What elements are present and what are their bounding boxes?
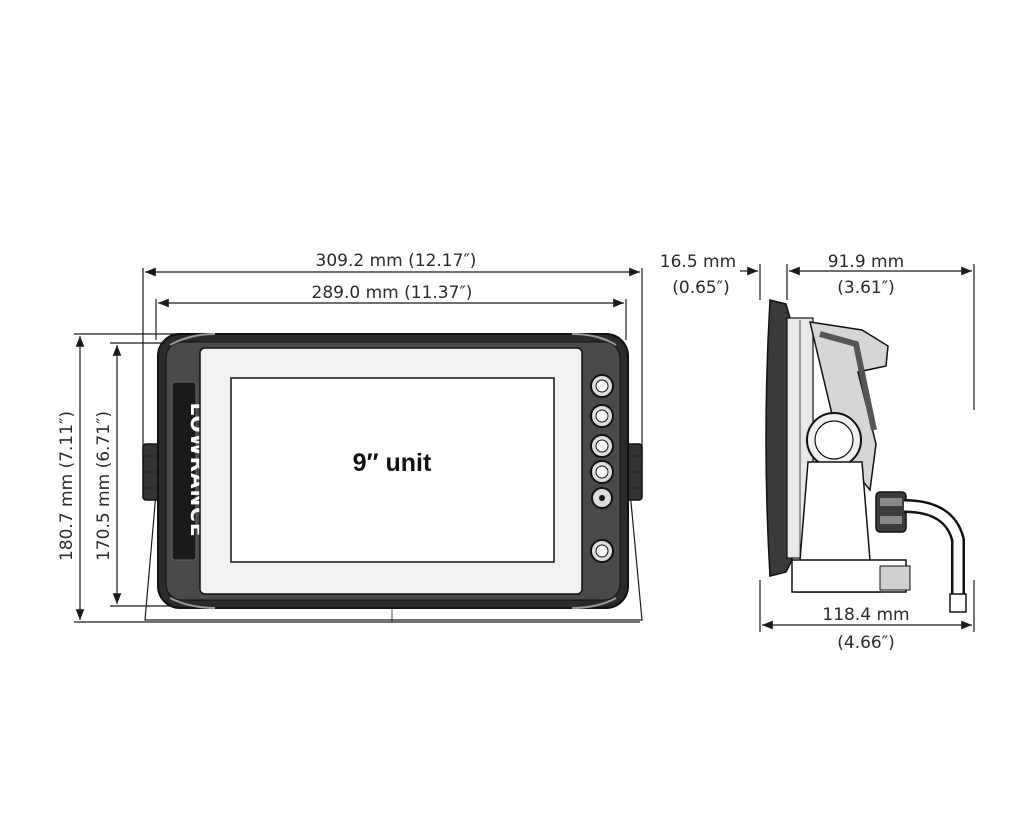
bracket-depth-label-in: (3.61″)	[837, 278, 894, 298]
front-view: 309.2 mm (12.17″) 289.0 mm (11.37″) 180.…	[57, 251, 643, 623]
screen	[230, 377, 555, 563]
unit-side-profile	[765, 299, 793, 577]
total-depth-label-mm: 118.4 mm	[822, 605, 909, 625]
total-depth-label-in: (4.66″)	[837, 633, 894, 653]
depth-label-mm: 16.5 mm	[660, 252, 736, 272]
bracket-depth-label-mm: 91.9 mm	[828, 252, 904, 272]
overall-width-label: 309.2 mm (12.17″)	[316, 251, 477, 271]
inner-width-label: 289.0 mm (11.37″)	[312, 283, 473, 303]
side-view: 16.5 mm (0.65″) 91.9 mm (3.61″) 118.4 mm…	[660, 252, 975, 653]
inner-height-label: 170.5 mm (6.71″)	[94, 411, 114, 561]
overall-height-label: 180.7 mm (7.11″)	[57, 411, 77, 561]
depth-label-in: (0.65″)	[672, 278, 729, 298]
screen-label: 9″ unit	[353, 449, 432, 477]
button-column	[590, 374, 614, 563]
